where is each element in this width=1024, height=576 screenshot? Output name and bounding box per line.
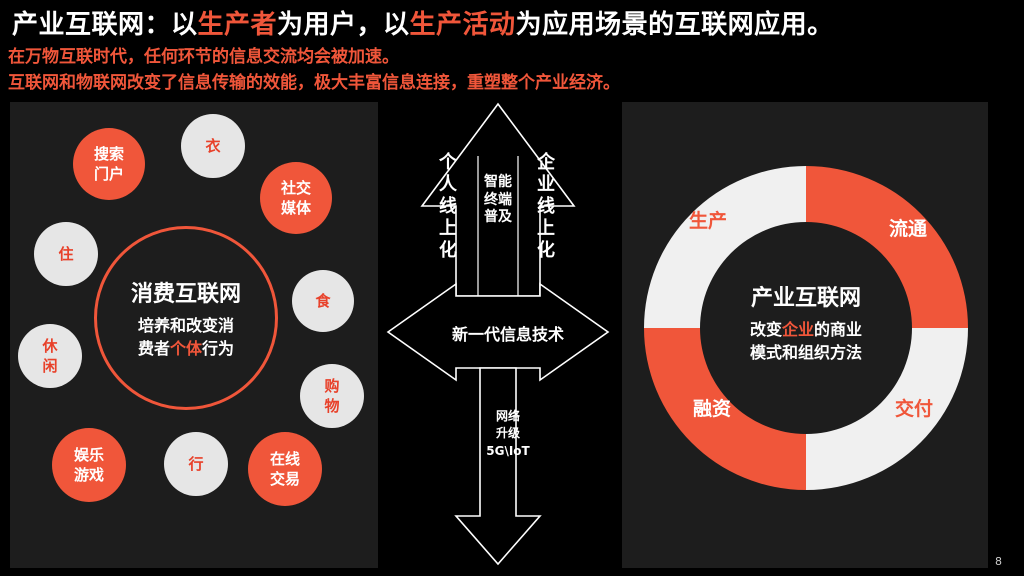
consumer-internet-title: 消费互联网 <box>130 281 241 307</box>
consumer-internet-panel: 搜索门户 衣 社交媒体 住 食 休闲 购物 娱乐游戏 行 在线交易 消费互联网 … <box>10 102 378 568</box>
circle-food: 食 <box>292 270 354 332</box>
label-network-upgrade: 网络 升级 5G\IoT <box>486 409 530 458</box>
subtitle-2: 互联网和物联网改变了信息传输的效能，极大丰富信息连接，重塑整个产业经济。 <box>8 73 620 93</box>
circle-shopping: 购物 <box>300 364 364 428</box>
subtitle-1: 在万物互联时代，任何环节的信息交流均会被加速。 <box>8 47 399 67</box>
cross-arrows <box>386 102 610 566</box>
circle-leisure: 休闲 <box>18 324 82 388</box>
industrial-internet-desc: 改变企业的商业 模式和组织方法 <box>749 320 863 363</box>
ring-segment-delivery <box>806 328 968 490</box>
ring-segment-circulation <box>806 166 968 328</box>
horizontal-arrow <box>386 282 610 382</box>
segment-delivery: 交付 <box>894 398 933 420</box>
circle-online-trade: 在线交易 <box>248 432 322 506</box>
industrial-internet-center: 产业互联网 改变企业的商业 模式和组织方法 <box>706 280 906 364</box>
circle-entertainment: 娱乐游戏 <box>52 428 126 502</box>
segment-circulation: 流通 <box>888 218 927 240</box>
circle-travel: 行 <box>164 432 228 496</box>
page-title: 产业互联网：以生产者为用户，以生产活动为应用场景的互联网应用。 <box>12 10 834 40</box>
industrial-internet-panel: 生产 流通 交付 融资 产业互联网 改变企业的商业 模式和组织方法 <box>622 102 988 568</box>
down-arrow <box>454 367 542 566</box>
label-new-it: 新一代信息技术 <box>451 325 564 344</box>
circle-housing: 住 <box>34 222 98 286</box>
segment-production: 生产 <box>688 210 727 232</box>
circle-clothing: 衣 <box>181 114 245 178</box>
industrial-ring <box>644 166 968 490</box>
label-smart-terminal: 智能终端普及 <box>484 174 512 225</box>
industrial-internet-title: 产业互联网 <box>750 286 861 311</box>
ring-segment-production <box>644 166 806 328</box>
consumer-internet-desc: 培养和改变消 费者个体行为 <box>137 315 235 358</box>
circle-social-media: 社交媒体 <box>260 162 332 234</box>
ring-segment-financing <box>644 328 806 490</box>
segment-financing: 融资 <box>692 398 731 420</box>
circle-search-portal: 搜索门户 <box>73 128 145 200</box>
label-enterprise-online: 企业线上化 <box>537 152 555 261</box>
label-personal-online: 个人线上化 <box>439 152 457 261</box>
consumer-internet-center: 消费互联网 培养和改变消 费者个体行为 <box>94 226 278 410</box>
page-number: 8 <box>995 555 1002 568</box>
